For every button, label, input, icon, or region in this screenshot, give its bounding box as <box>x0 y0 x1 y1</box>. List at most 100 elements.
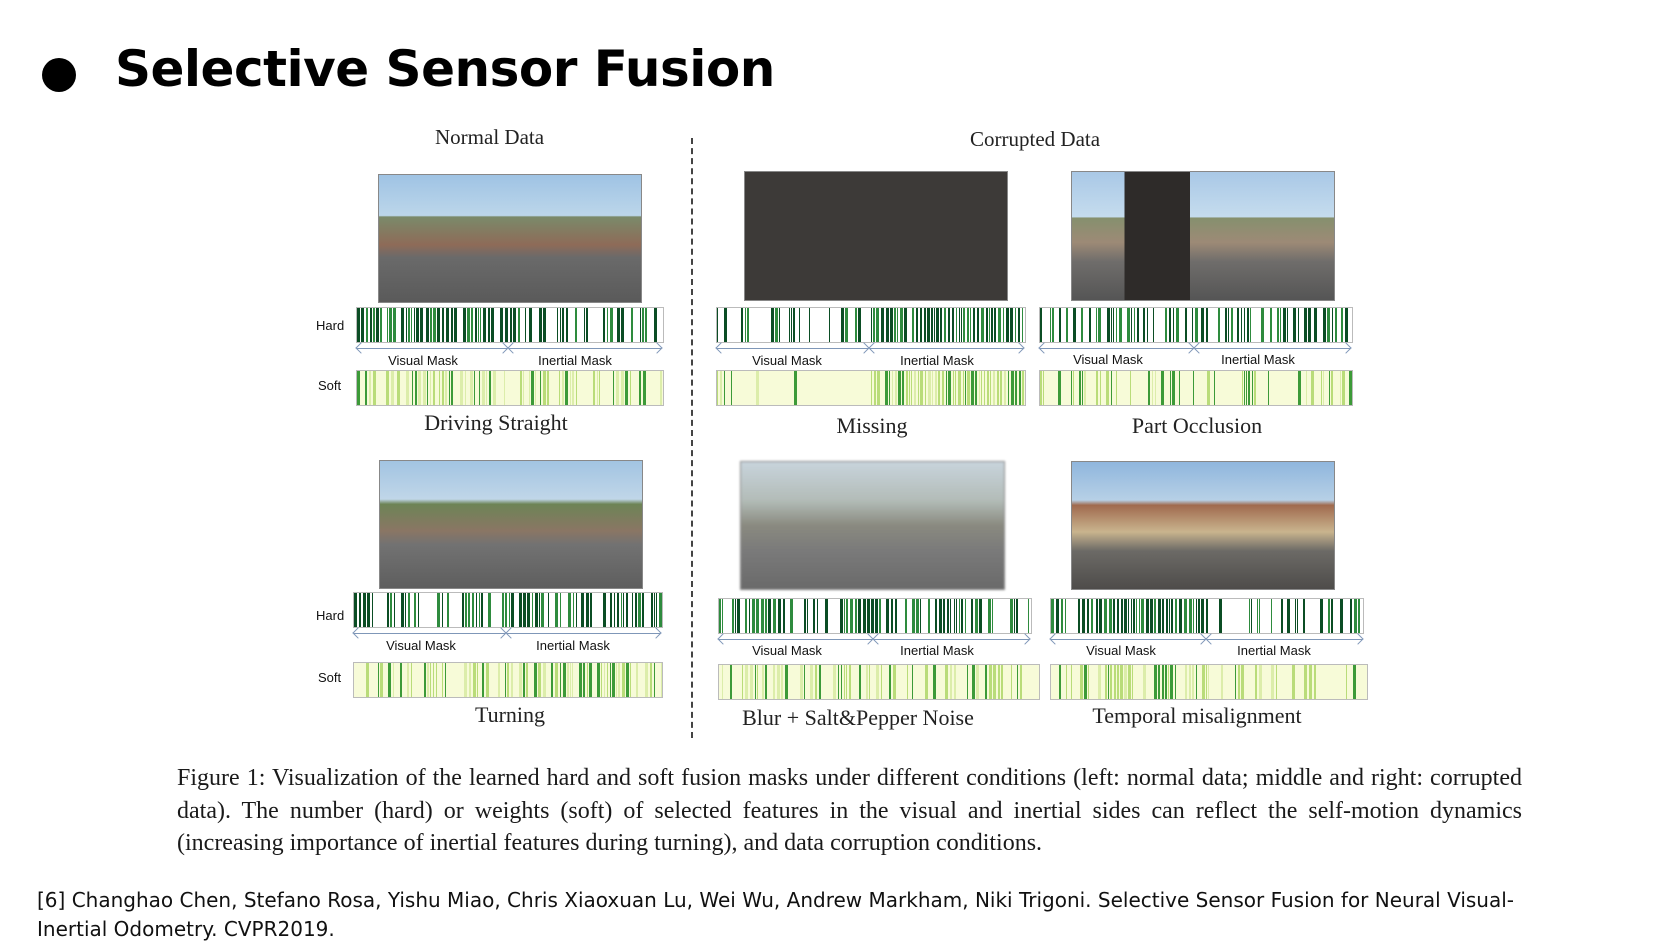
reference-citation: [6] Changhao Chen, Stefano Rosa, Yishu M… <box>37 888 1515 941</box>
panel-caption: Missing <box>836 413 908 438</box>
mask-bar <box>838 665 839 699</box>
mask-bar <box>386 371 389 405</box>
mask-bar <box>745 665 748 699</box>
mask-bar <box>366 308 368 342</box>
mask-bar <box>414 593 416 627</box>
hard-mask-strip <box>356 307 664 343</box>
mask-bar <box>626 663 629 697</box>
mask-bar <box>583 663 585 697</box>
visual-mask-arrow <box>354 633 505 634</box>
mask-bar <box>927 308 930 342</box>
inertial-mask-arrow <box>1207 639 1362 640</box>
mask-bar <box>858 308 861 342</box>
mask-bar <box>504 371 505 405</box>
mask-bar <box>975 371 977 405</box>
mask-bar <box>1014 599 1015 633</box>
mask-bar <box>475 308 477 342</box>
panel-photo <box>740 461 1005 590</box>
mask-bar <box>1218 308 1220 342</box>
mask-bar <box>500 308 503 342</box>
mask-bar <box>632 593 633 627</box>
mask-bar <box>1259 665 1262 699</box>
mask-bar <box>871 371 872 405</box>
mask-bar <box>482 371 485 405</box>
mask-bar <box>871 599 874 633</box>
mask-bar <box>390 593 392 627</box>
mask-bar <box>938 371 940 405</box>
mask-bar <box>541 593 544 627</box>
mask-bar <box>1321 371 1322 405</box>
mask-bar <box>892 371 893 405</box>
mask-bar <box>768 599 771 633</box>
mask-bar <box>1061 599 1063 633</box>
mask-bar <box>446 308 449 342</box>
mask-bar <box>400 663 402 697</box>
mask-bar <box>955 371 956 405</box>
mask-bar <box>388 663 391 697</box>
mask-bar <box>523 593 526 627</box>
mask-bar <box>442 371 444 405</box>
mask-bar <box>488 308 490 342</box>
mask-bar <box>568 593 571 627</box>
mask-bar <box>581 593 584 627</box>
mask-bar <box>617 308 620 342</box>
mask-bar <box>590 593 592 627</box>
mask-bar <box>547 371 549 405</box>
mask-bar <box>879 599 881 633</box>
mask-bar <box>948 308 950 342</box>
mask-bar <box>959 308 960 342</box>
mask-bar <box>433 308 436 342</box>
mask-bar <box>762 665 764 699</box>
mask-bar <box>1109 599 1112 633</box>
mask-bar <box>920 308 922 342</box>
mask-bar <box>1133 599 1135 633</box>
mask-bar <box>1158 599 1161 633</box>
mask-bar <box>498 663 500 697</box>
inertial-mask-arrow <box>874 639 1029 640</box>
mask-bar <box>893 665 896 699</box>
mask-bar <box>959 599 960 633</box>
mask-bar <box>630 663 631 697</box>
mask-bar <box>593 371 595 405</box>
mask-bar <box>1008 371 1009 405</box>
inertial-mask-arrow <box>1195 348 1350 349</box>
mask-bar <box>1283 308 1286 342</box>
mask-bar <box>463 308 466 342</box>
mask-bar <box>1162 665 1164 699</box>
mask-bar <box>946 371 947 405</box>
mask-bar <box>607 663 608 697</box>
mask-bar <box>423 371 426 405</box>
inertial-mask-label: Inertial Mask <box>900 643 974 658</box>
visual-mask-label: Visual Mask <box>1086 643 1156 658</box>
soft-mask-bars <box>1040 371 1352 405</box>
mask-bar <box>1306 371 1307 405</box>
inertial-mask-label: Inertial Mask <box>536 638 610 653</box>
mask-bar <box>950 665 952 699</box>
mask-bar <box>470 371 473 405</box>
mask-bar <box>565 371 568 405</box>
soft-mask-strip <box>1050 664 1368 700</box>
mask-bar <box>1131 599 1132 633</box>
bullet-point <box>42 58 76 92</box>
mask-bar <box>1127 308 1130 342</box>
mask-bar <box>654 663 655 697</box>
mask-bar <box>1016 599 1018 633</box>
mask-bar <box>465 371 466 405</box>
mask-bar <box>863 599 866 633</box>
mask-bar <box>1134 308 1135 342</box>
mask-bar <box>773 599 776 633</box>
mask-bar <box>1254 371 1256 405</box>
mask-bar <box>1065 599 1066 633</box>
mask-bar <box>891 599 893 633</box>
inertial-mask-arrow <box>870 348 1023 349</box>
mask-bar <box>898 371 901 405</box>
mask-bar <box>610 663 611 697</box>
mask-bar <box>895 371 897 405</box>
mask-bar <box>1350 599 1352 633</box>
mask-bar <box>785 665 788 699</box>
mask-bar <box>924 308 926 342</box>
mask-bar <box>427 371 428 405</box>
mask-bar <box>794 371 797 405</box>
visual-mask-label: Visual Mask <box>1073 352 1143 367</box>
mask-bar <box>1000 371 1002 405</box>
